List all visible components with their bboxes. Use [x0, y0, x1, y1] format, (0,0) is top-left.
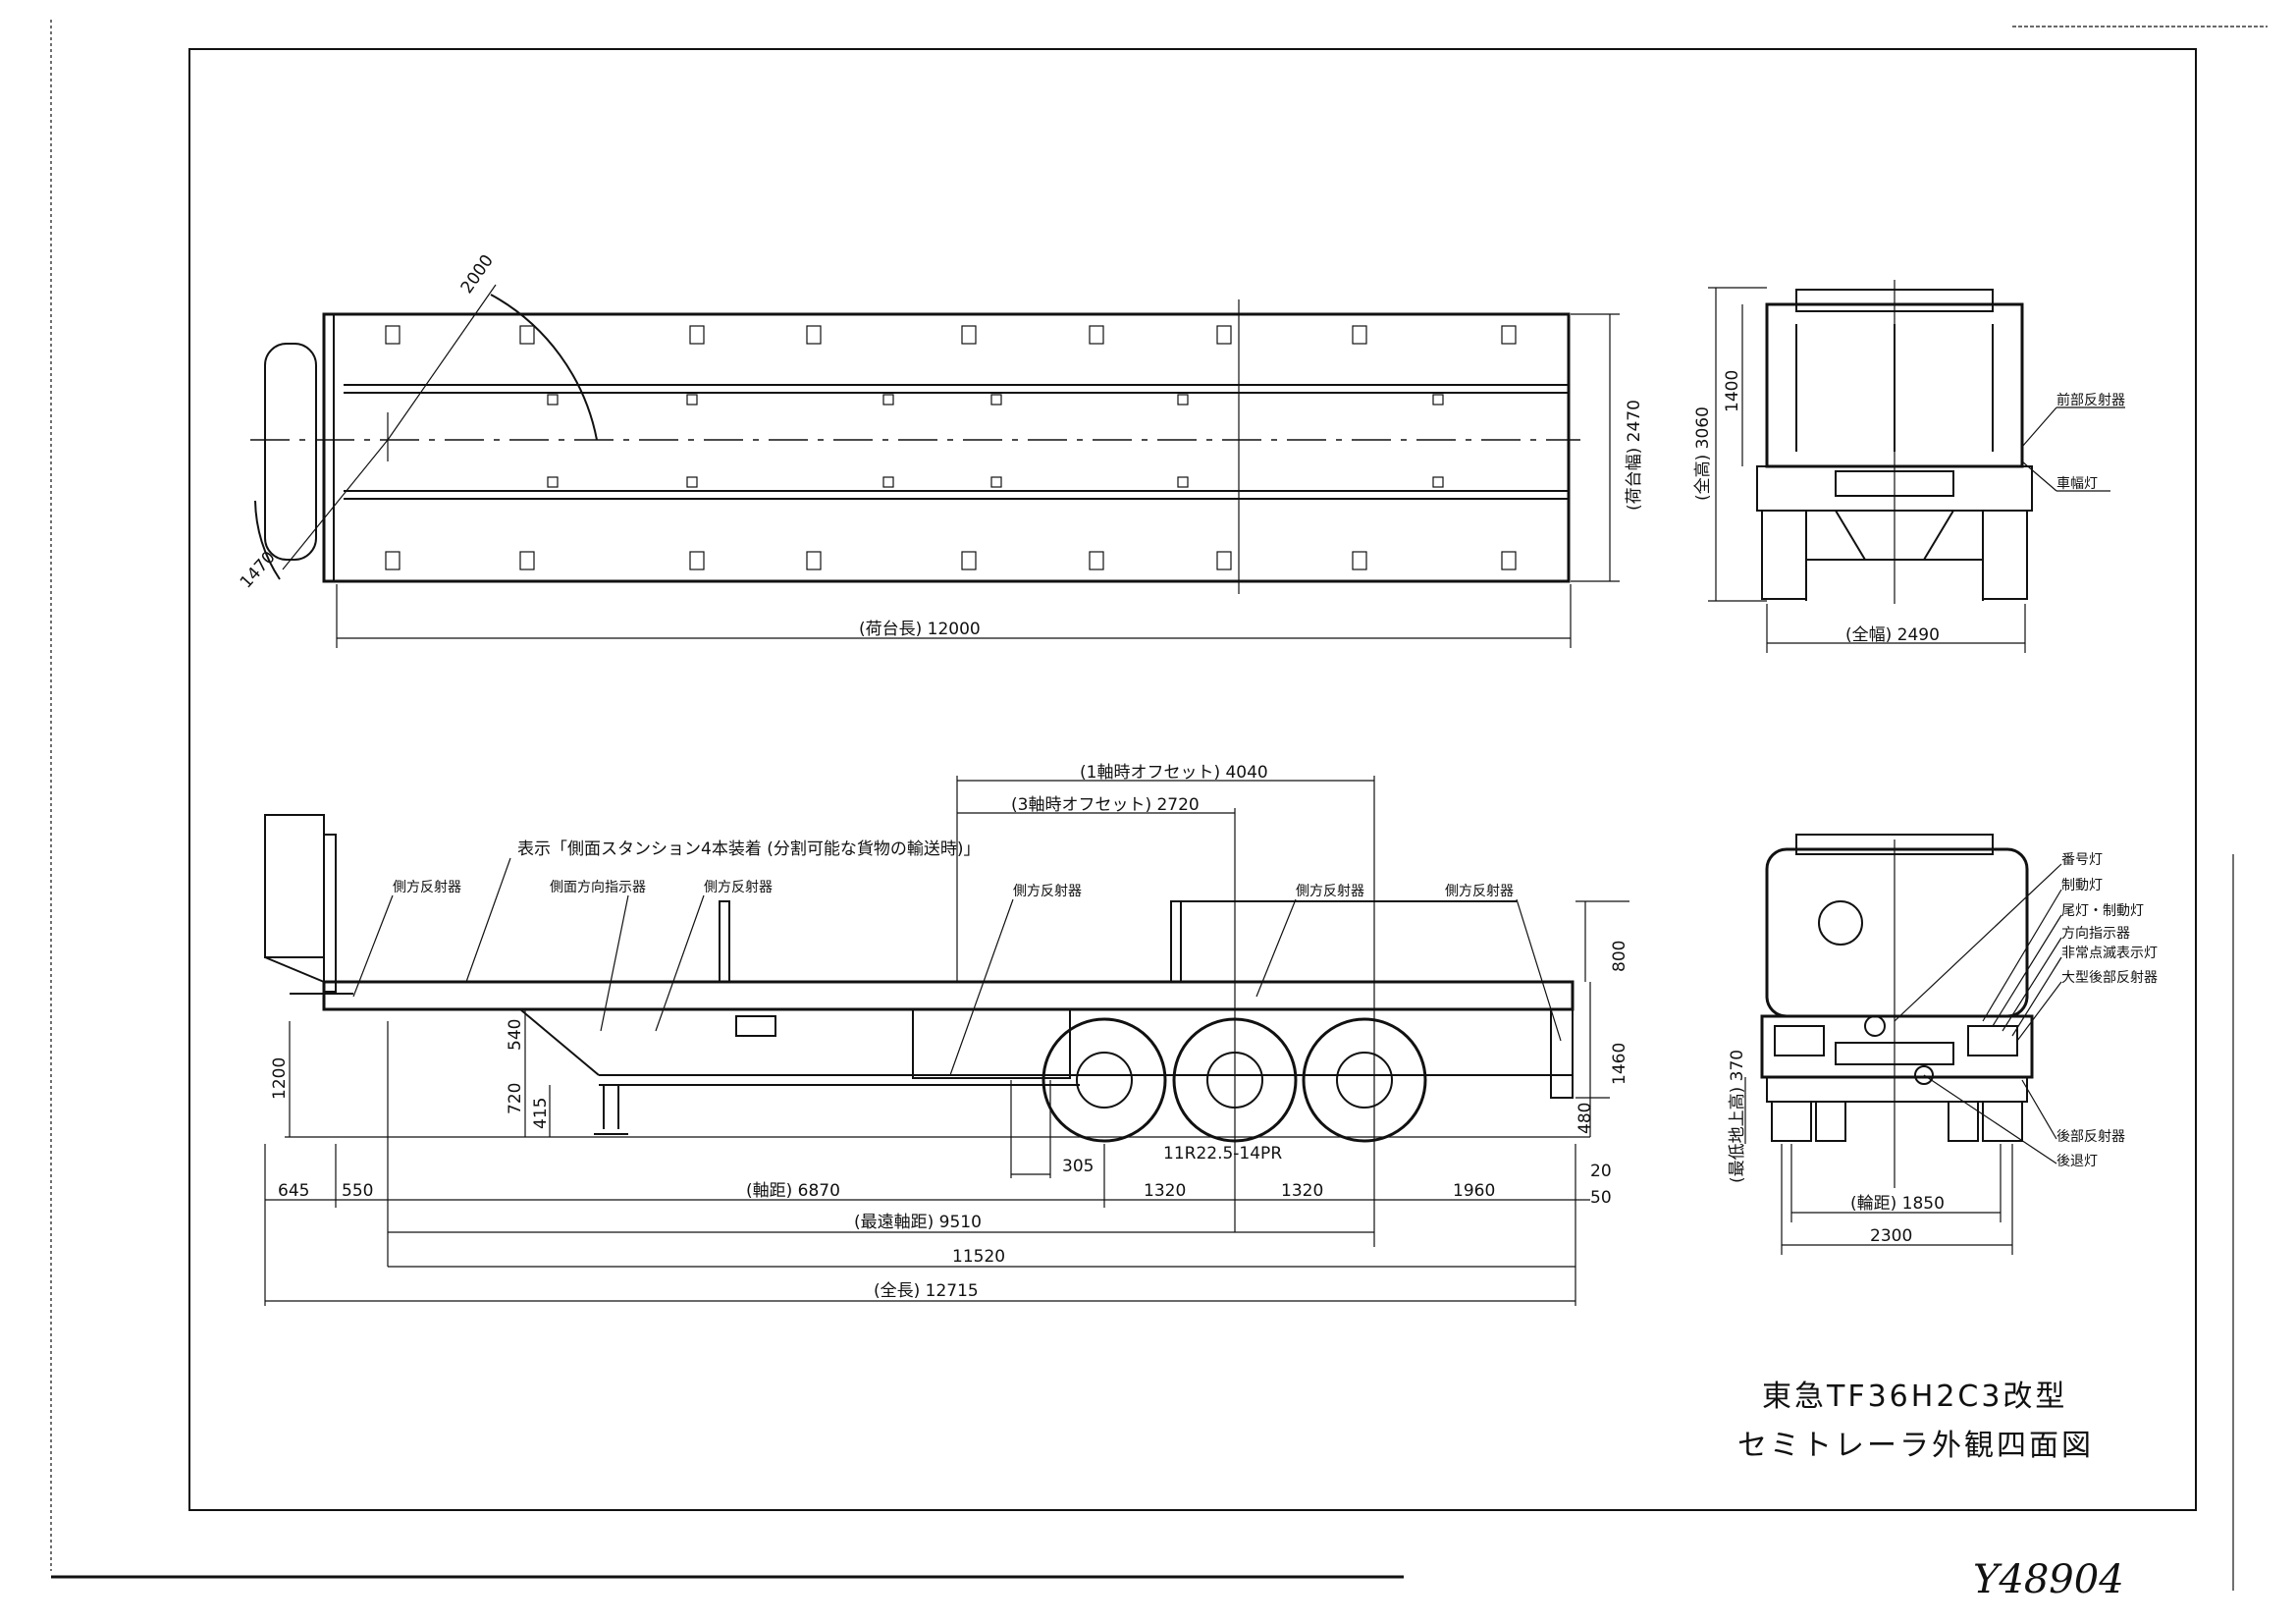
rear-label-large-reflector: 大型後部反射器 [2061, 970, 2158, 986]
dim-h1460: 1460 [1610, 1043, 1629, 1085]
deck-width-label: (荷台幅) 2470 [1625, 400, 1644, 511]
rear-label-turn: 方向指示器 [2061, 926, 2130, 942]
dim-h800: 800 [1610, 941, 1629, 972]
dim-wheelbase: (軸距) 6870 [746, 1181, 840, 1201]
front-overall-height: (全高) 3060 [1693, 406, 1713, 501]
dim-305: 305 [1062, 1157, 1094, 1176]
rear-label-plate-lamp: 番号灯 [2061, 852, 2103, 868]
side-deck [322, 980, 1575, 1011]
tire-size: 11R22.5-14PR [1163, 1144, 1282, 1164]
side-note: 表示「側面スタンション4本装着 (分割可能な貨物の輸送時)」 [517, 839, 980, 859]
dim-h720: 720 [506, 1083, 525, 1114]
dim-550: 550 [342, 1181, 373, 1201]
dim-1320b: 1320 [1281, 1181, 1323, 1201]
top-view: 2000 1470 (荷台幅) 2470 (荷台長) 12000 [237, 251, 1644, 648]
front-overall-width: (全幅) 2490 [1845, 625, 1940, 645]
dim-1960: 1960 [1453, 1181, 1495, 1201]
side-offset-1: (1軸時オフセット) 4040 [1080, 763, 1268, 783]
side-label-reflector-3: 側方反射器 [1013, 884, 1082, 899]
side-view: 表示「側面スタンション4本装着 (分割可能な貨物の輸送時)」 側方反射器 側面方… [264, 763, 1629, 1306]
front-swing-arc [254, 500, 281, 580]
deck-length-label: (荷台長) 12000 [859, 620, 981, 639]
dim-h540: 540 [506, 1019, 525, 1051]
gooseneck [264, 814, 325, 958]
front-view: (全高) 3060 1400 (全幅) 2490 前部反射器 車幅灯 [1693, 280, 2125, 653]
dim-50: 50 [1590, 1188, 1612, 1208]
rear-label-tail-brake: 尾灯・制動灯 [2061, 903, 2144, 919]
stake-pockets-top [385, 325, 1517, 570]
deck-outline [322, 312, 1571, 583]
rear-label-hazard: 非常点滅表示灯 [2061, 946, 2158, 961]
rear-track: (輪距) 1850 [1850, 1194, 1945, 1214]
front-height-1400: 1400 [1723, 370, 1742, 412]
rear-label-reverse: 後退灯 [2056, 1154, 2098, 1169]
side-offset-3: (3軸時オフセット) 2720 [1011, 795, 1200, 815]
dim-20: 20 [1590, 1162, 1612, 1181]
dim-max-wheelbase: (最遠軸距) 9510 [854, 1213, 982, 1232]
dim-645: 645 [278, 1181, 309, 1201]
side-label-reflector-1: 側方反射器 [393, 880, 461, 895]
dim-overall-length: (全長) 12715 [874, 1281, 979, 1301]
rear-label-reflector: 後部反射器 [2056, 1129, 2125, 1145]
side-label-reflector-4: 側方反射器 [1296, 884, 1364, 899]
dim-h480: 480 [1575, 1103, 1595, 1134]
rear-ground-clearance: (最低地上高) 370 [1728, 1050, 1747, 1183]
dim-h415: 415 [531, 1098, 551, 1129]
dim-h1200: 1200 [270, 1057, 290, 1100]
drawing-frame [188, 48, 2197, 1511]
rear-width-2300: 2300 [1870, 1226, 1912, 1246]
dim-1320a: 1320 [1144, 1181, 1186, 1201]
dim-11520: 11520 [952, 1247, 1005, 1267]
kingpin-plate [264, 343, 317, 561]
side-label-reflector-2: 側方反射器 [704, 880, 773, 895]
rear-spare-tire [1818, 900, 1863, 946]
side-label-reflector-5: 側方反射器 [1445, 884, 1514, 899]
front-label-side-marker: 車幅灯 [2056, 475, 2098, 492]
title-name: セミトレーラ外観四面図 [1737, 1429, 2094, 1463]
title-model: 東急TF36H2C3改型 [1762, 1380, 2067, 1414]
side-label-turn-signal: 側面方向指示器 [550, 880, 646, 895]
front-label-reflector: 前部反射器 [2056, 392, 2125, 408]
drawing-number: Y48904 [1973, 1557, 2124, 1602]
rear-label-brake: 制動灯 [2061, 878, 2103, 893]
swing-arc [490, 294, 598, 441]
rear-view: (最低地上高) 370 (輪距) 1850 2300 番号灯 制動灯 尾灯・制動… [1728, 834, 2158, 1255]
